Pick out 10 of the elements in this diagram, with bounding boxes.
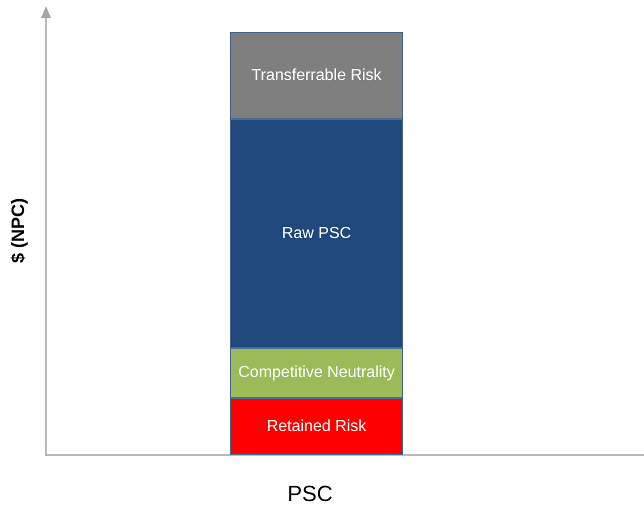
bar-segment: [230, 348, 403, 398]
segment-label: Competitive Neutrality: [238, 363, 395, 383]
segment-label: Retained Risk: [266, 416, 366, 436]
segment-label: Raw PSC: [282, 224, 352, 244]
bar-segment: [230, 119, 403, 348]
segment-label: Transferrable Risk: [251, 66, 382, 86]
bar-segment: [230, 32, 403, 119]
axis-title: PSC: [286, 480, 334, 507]
bar-segment: [230, 398, 403, 455]
axis-title: $ (NPC): [6, 198, 29, 262]
